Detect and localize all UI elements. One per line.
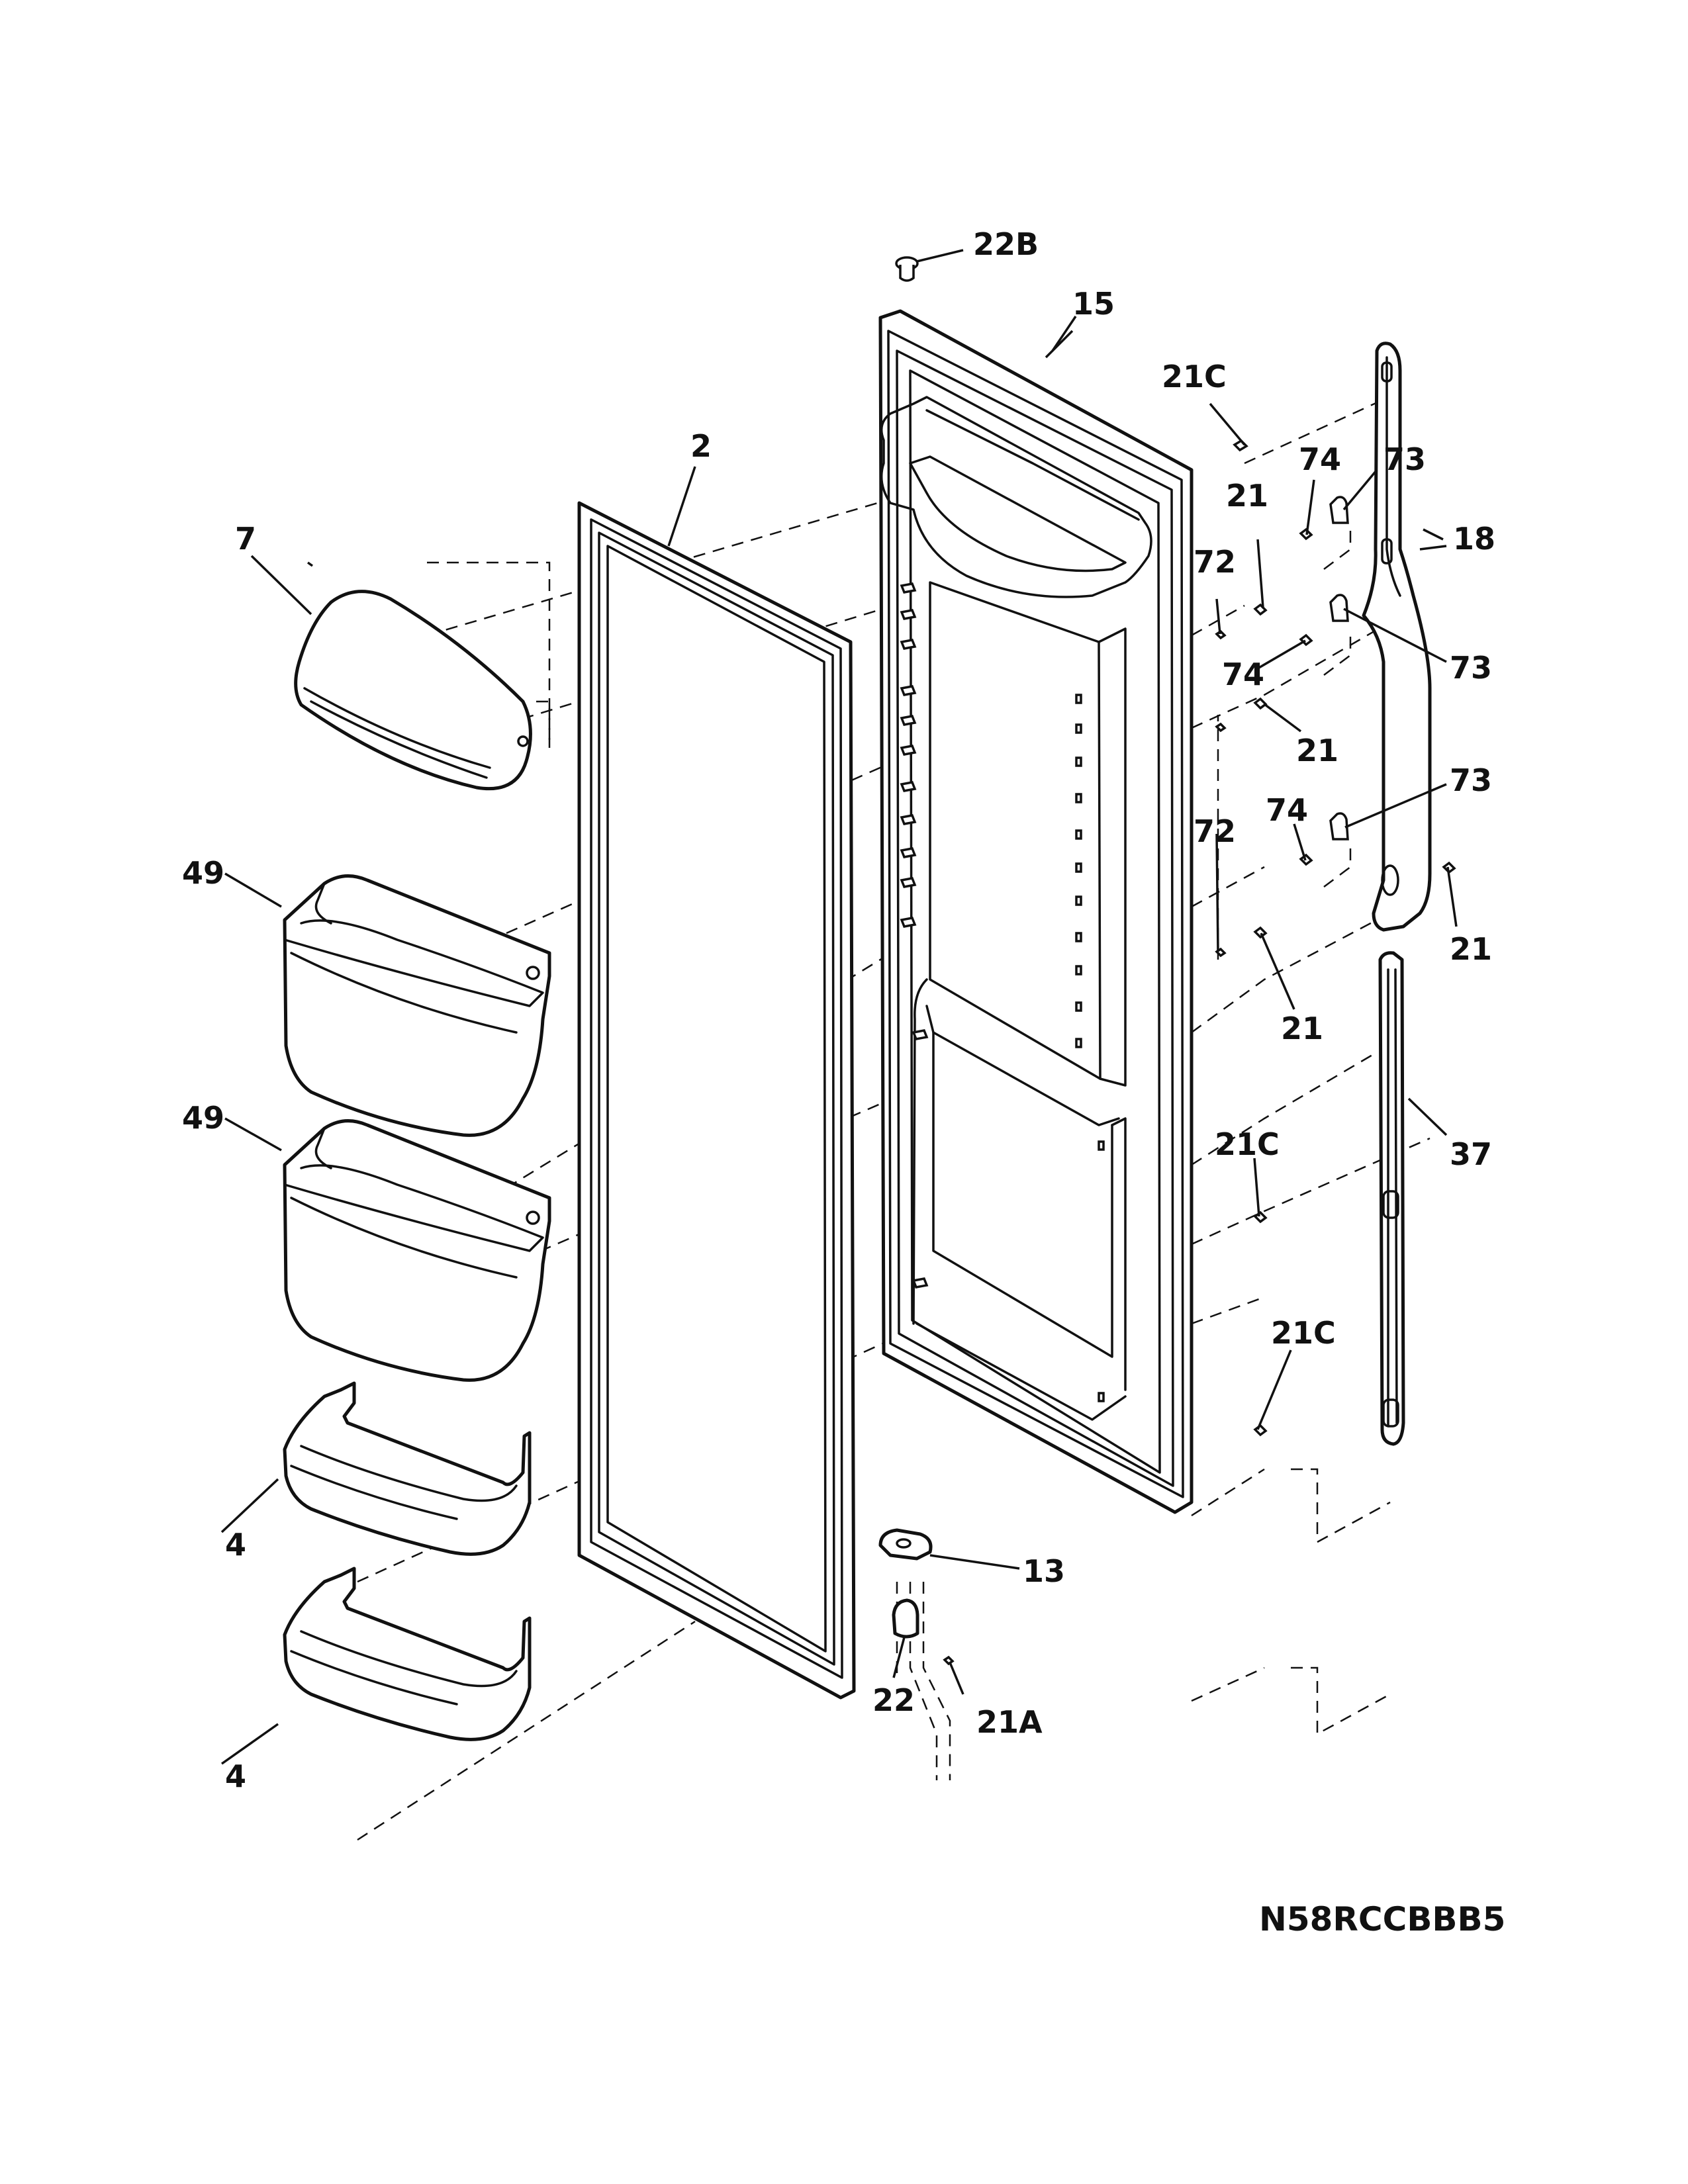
callout-13: 13 — [1023, 1553, 1065, 1589]
callout-4-b: 4 — [225, 1758, 246, 1794]
callout-73-c: 73 — [1450, 762, 1492, 798]
part-7-dairy-bin — [294, 590, 532, 791]
callout-21-b: 21 — [1296, 733, 1338, 768]
callout-15: 15 — [1072, 286, 1115, 322]
part-2-door-gasket — [577, 501, 856, 1700]
callout-labels: 22B 15 21C 2 74 73 7 21 18 72 74 73 21 7… — [182, 226, 1495, 1794]
part-22B-top-hinge-bushing — [895, 256, 919, 282]
callout-21-c: 21 — [1450, 931, 1492, 967]
callout-74-c: 74 — [1266, 792, 1308, 828]
callout-7: 7 — [235, 521, 256, 557]
part-37-handle-trim — [1378, 951, 1405, 1446]
callout-74-a: 74 — [1299, 441, 1341, 477]
part-49-door-bin-lower — [283, 1119, 551, 1382]
callout-4-a: 4 — [225, 1527, 246, 1563]
callout-22B: 22B — [973, 226, 1039, 262]
model-code: N58RCCBBB5 — [1259, 1900, 1505, 1938]
callout-21C-low: 21C — [1271, 1315, 1336, 1351]
shelf-peg-column-right — [1075, 694, 1105, 1402]
callout-21C-top: 21C — [1162, 359, 1227, 394]
callout-74-b: 74 — [1222, 657, 1264, 692]
callout-21-a: 21 — [1226, 478, 1268, 514]
callout-21A: 21A — [976, 1704, 1043, 1740]
callout-49-a: 49 — [182, 855, 224, 891]
callout-72-b: 72 — [1194, 813, 1236, 849]
part-49-door-bin-upper — [283, 874, 551, 1137]
callout-18: 18 — [1453, 521, 1495, 557]
callout-73-b: 73 — [1450, 650, 1492, 686]
callout-21C-mid: 21C — [1215, 1126, 1280, 1162]
part-22-bottom-hinge-bushing — [892, 1598, 919, 1639]
part-73-handle-clips — [1329, 496, 1349, 841]
part-4-shelf-upper — [283, 1381, 532, 1556]
callout-2: 2 — [690, 428, 712, 464]
callout-21-d: 21 — [1281, 1011, 1323, 1046]
part-15-door-liner — [878, 309, 1194, 1514]
part-4-shelf-lower — [283, 1567, 532, 1741]
callout-72-a: 72 — [1194, 544, 1236, 580]
callout-49-b: 49 — [182, 1100, 224, 1136]
callout-leaders — [220, 249, 1458, 1765]
callout-22: 22 — [872, 1682, 915, 1718]
part-13-bottom-hinge-bracket — [878, 1528, 933, 1561]
callout-73-a: 73 — [1383, 441, 1426, 477]
callout-37: 37 — [1450, 1136, 1492, 1172]
shelf-peg-column-left — [900, 582, 929, 1289]
